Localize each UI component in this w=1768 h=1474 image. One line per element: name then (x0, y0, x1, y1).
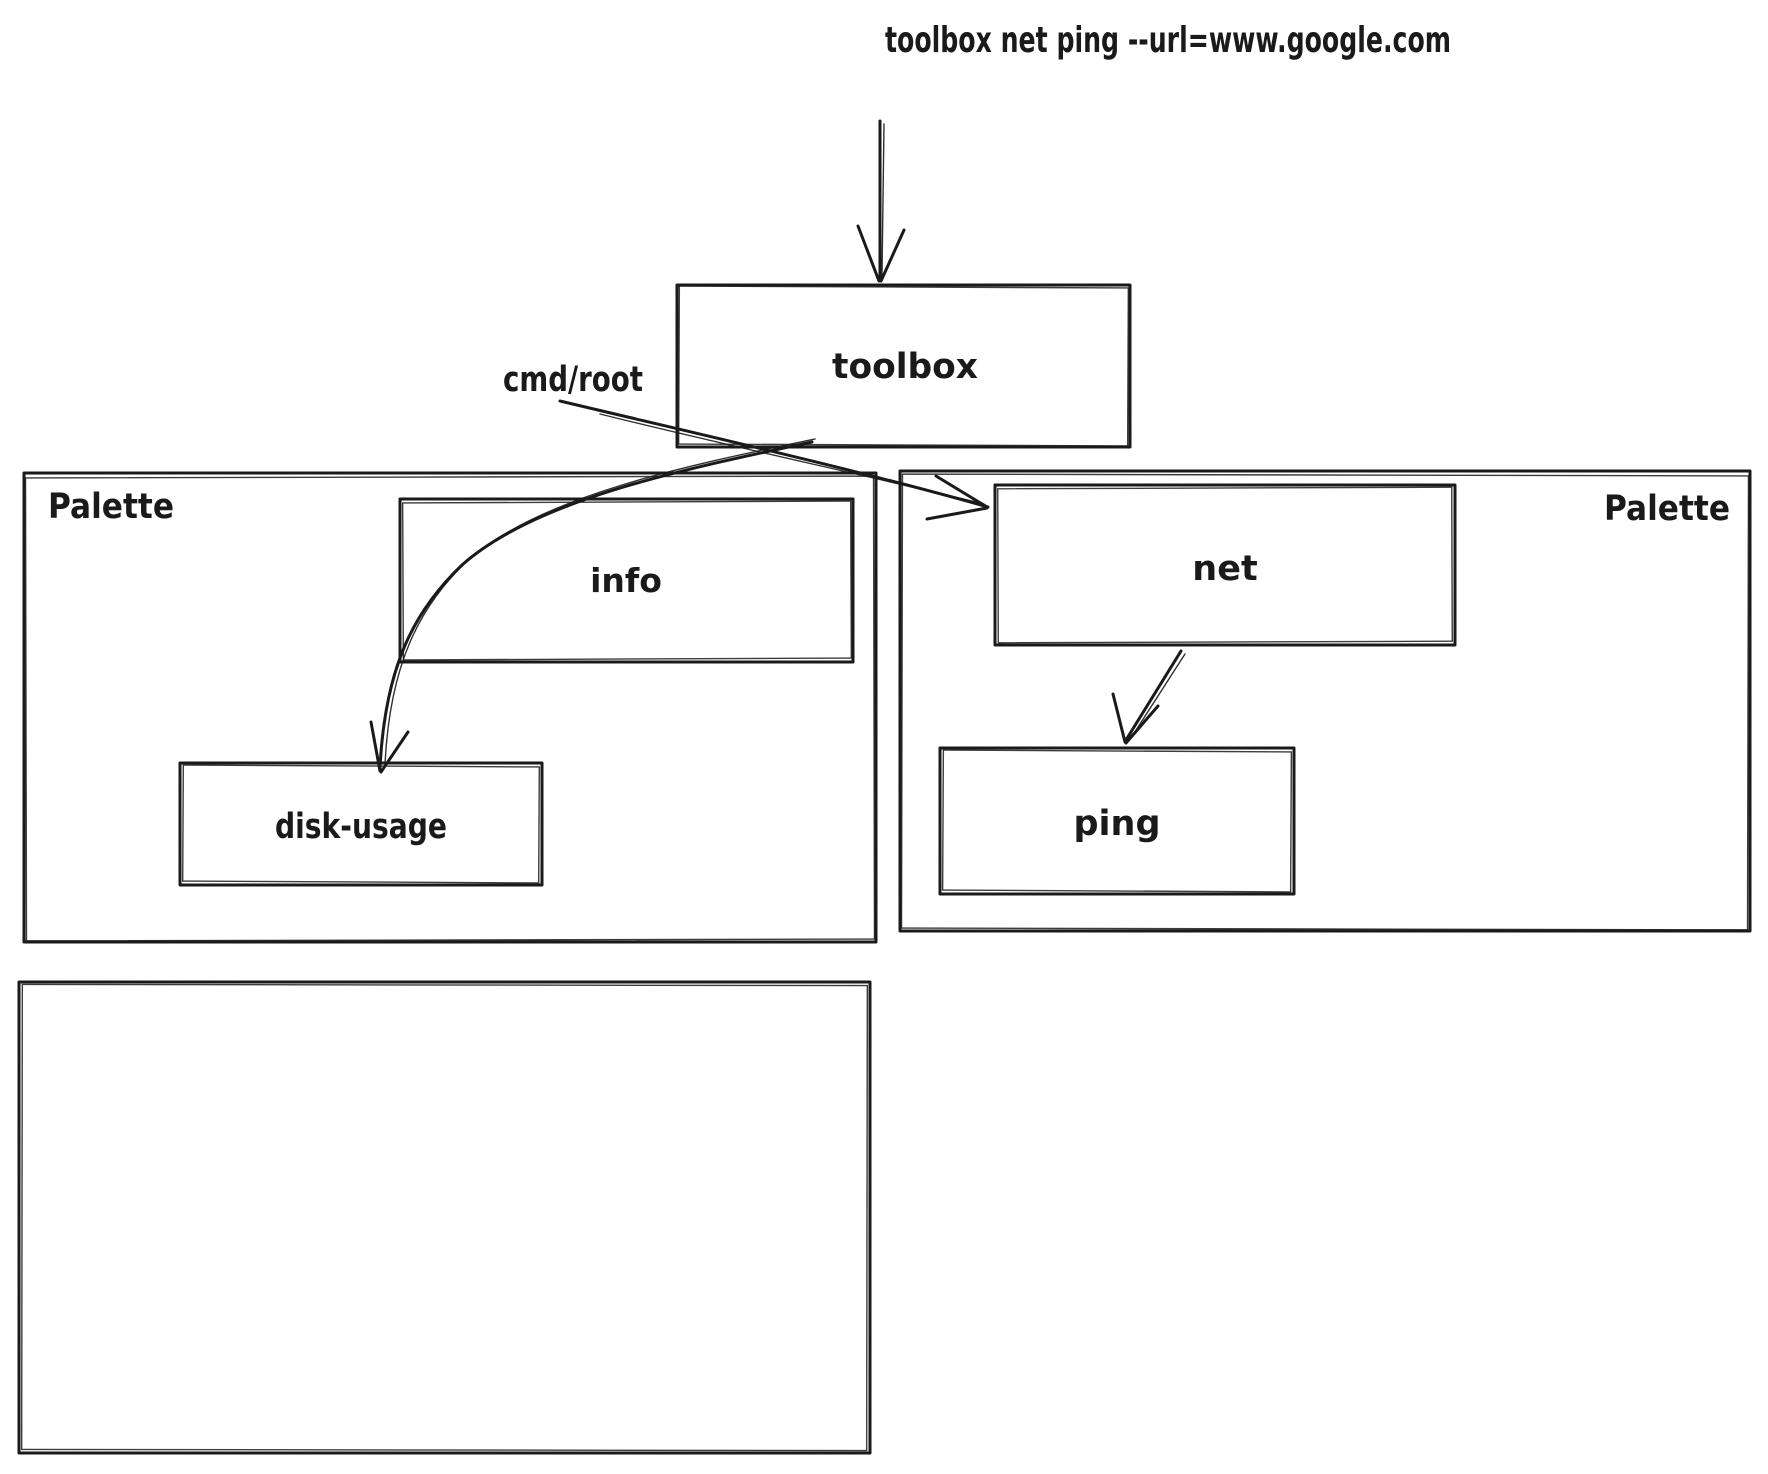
palette-left: Palette (22, 471, 878, 944)
toolbox-rect-sketch (677, 285, 1130, 447)
arrow-shaft-sketch (1130, 653, 1186, 739)
toolbox-label: toolbox (832, 347, 978, 387)
net-rect-sketch (997, 486, 1453, 644)
ping-label: ping (1073, 804, 1160, 844)
ping-rect-sketch (941, 749, 1293, 893)
empty-box-rect (17, 980, 872, 1455)
arrowhead-down-icon (369, 720, 410, 774)
arrow-shaft-sketch (384, 438, 816, 765)
info-node: info (398, 497, 855, 664)
info-rect-sketch (401, 500, 853, 661)
arrow-shaft-sketch (881, 123, 885, 277)
disk-usage-label: disk-usage (275, 807, 447, 847)
arrow-shaft (558, 399, 990, 509)
disk-usage-rect (178, 761, 544, 887)
palette-right-rect (898, 469, 1752, 933)
empty-box (17, 980, 872, 1455)
empty-box-rect-sketch (20, 983, 869, 1452)
arrow-shaft (1124, 649, 1183, 742)
ping-rect (938, 746, 1296, 896)
arrow-net-to-ping (1111, 649, 1186, 745)
net-rect (993, 483, 1457, 647)
net-node: net (993, 483, 1457, 647)
palette-left-rect-sketch (24, 475, 876, 942)
palette-left-label: Palette (48, 487, 174, 527)
palette-right: Palette (898, 469, 1752, 933)
palette-right-rect-sketch (900, 473, 1750, 931)
info-rect (398, 497, 855, 664)
arrow-command-to-toolbox (856, 119, 906, 283)
toolbox-rect (675, 283, 1132, 449)
arrowhead-right-icon (925, 474, 989, 521)
net-label: net (1192, 549, 1257, 589)
info-label: info (590, 561, 662, 600)
arrow-shaft-sketch (599, 413, 985, 505)
command-title: toolbox net ping --url=www.google.com (885, 20, 1451, 61)
arrow-shaft (378, 440, 814, 770)
toolbox-node: toolbox (675, 283, 1132, 449)
palette-right-label: Palette (1604, 489, 1730, 529)
cmd-root-label: cmd/root (503, 360, 643, 400)
disk-usage-node: disk-usage (178, 761, 544, 887)
arrowhead-down-icon (1111, 692, 1160, 745)
ping-node: ping (938, 746, 1296, 896)
disk-usage-rect-sketch (181, 764, 541, 884)
palette-left-rect (22, 471, 878, 944)
arrow-toolbox-to-disk-usage (369, 438, 816, 774)
arrowhead-down-icon (856, 224, 906, 283)
